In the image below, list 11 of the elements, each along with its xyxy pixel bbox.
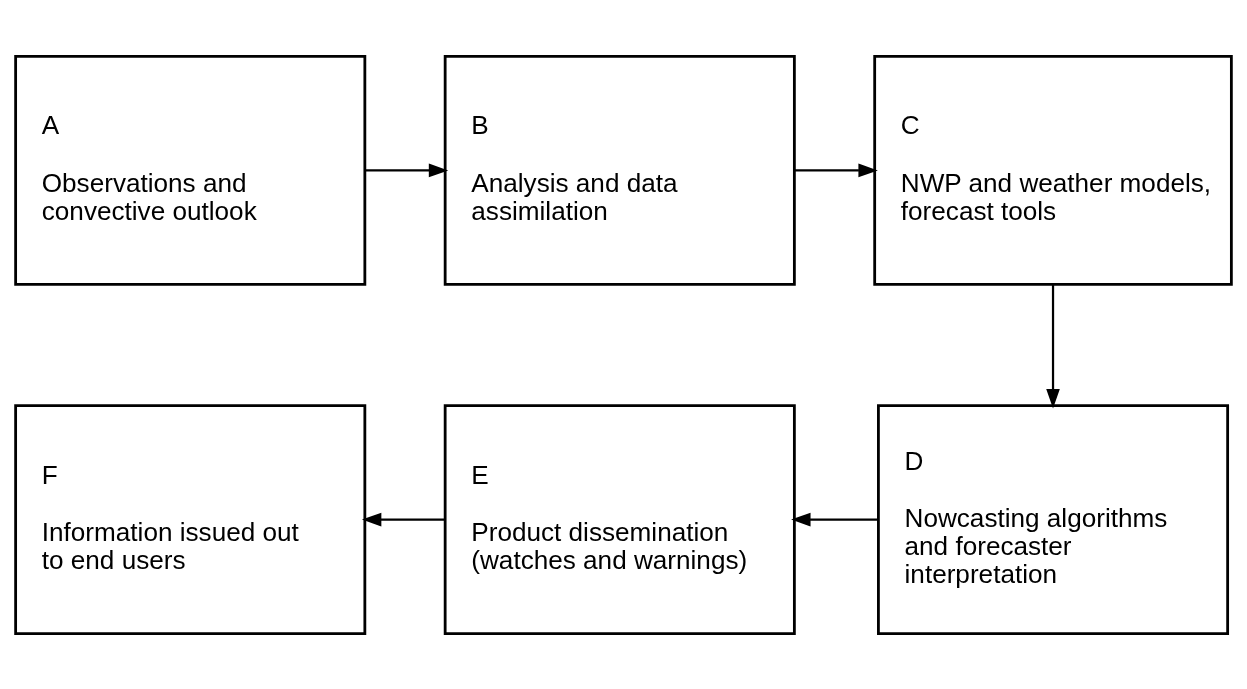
node-box: C NWP and weather models, forecast tools (873, 54, 1233, 286)
arrow (794, 163, 878, 177)
arrow (361, 512, 445, 526)
node-box: A Observations and convective outlook (14, 54, 367, 286)
node-box: D Nowcasting algorithms and forecaster interpretation (877, 403, 1230, 635)
arrow (1046, 284, 1060, 408)
arrow (365, 163, 449, 177)
arrow (791, 512, 878, 526)
node-box: F Information issued out to end users (14, 403, 367, 635)
node-box: B Analysis and data assimilation (443, 54, 796, 286)
node-box: E Product dissemination (watches and warnings) (443, 403, 796, 635)
